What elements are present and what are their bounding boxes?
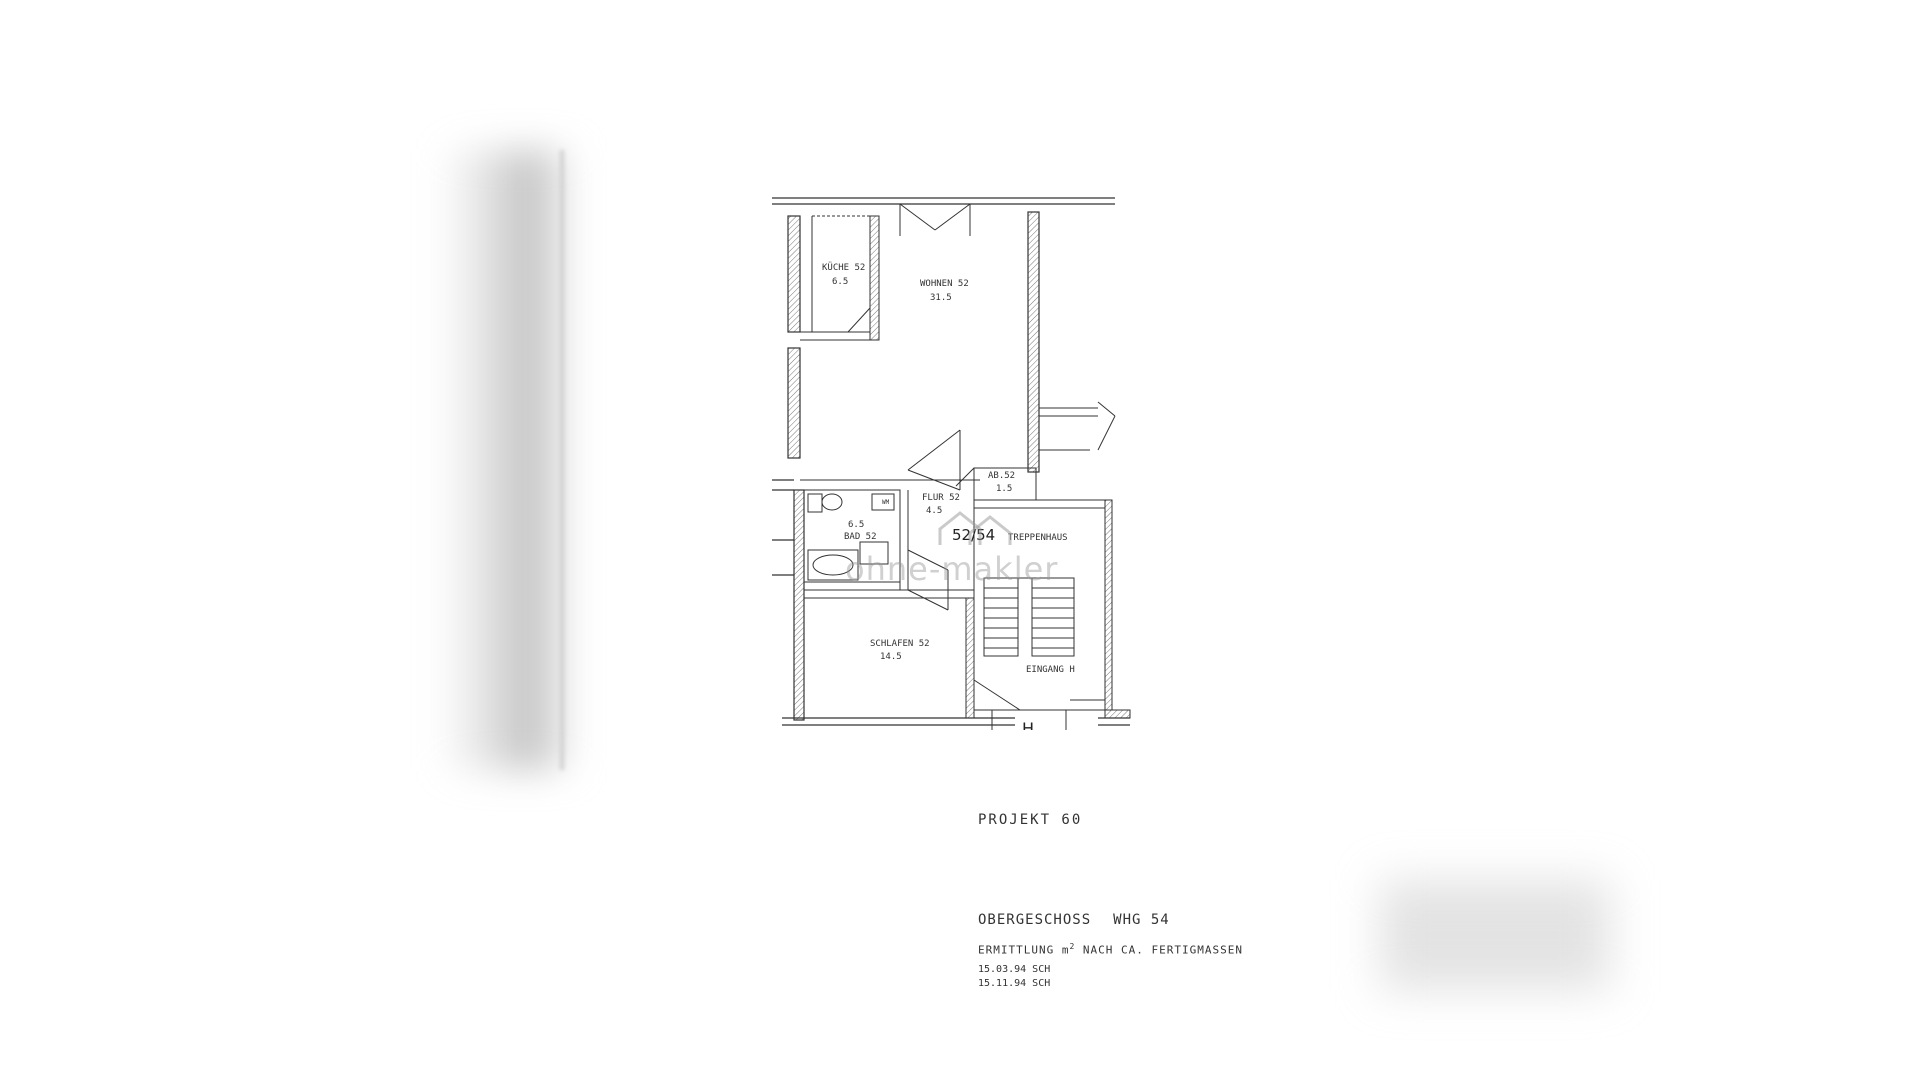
room-area-wohnen: 31.5 — [930, 293, 952, 303]
area-note-prefix: ERMITTLUNG m — [978, 943, 1070, 957]
blurred-bottom-right-patch — [1380, 880, 1610, 990]
room-name-kueche: KÜCHE 52 — [822, 262, 865, 273]
treppenhaus-label: TREPPENHAUS — [1008, 533, 1068, 543]
room-area-flur: 4.5 — [926, 506, 942, 516]
area-calculation-note: ERMITTLUNG m2 NACH CA. FERTIGMASSEN — [978, 942, 1243, 957]
room-area-bad: 6.5 — [848, 520, 864, 530]
eingang-label: EINGANG H — [1026, 665, 1075, 675]
floor-title: OBERGESCHOSS WHG 54 — [978, 912, 1170, 928]
room-name-wohnen: WOHNEN 52 — [920, 279, 969, 289]
revision-date-1: 15.03.94 SCH — [978, 964, 1051, 975]
room-area-abstell: 1.5 — [996, 484, 1012, 494]
floor-plan-drawing: KÜCHE 52 6.5 WOHNEN 52 31.5 AB.52 1.5 FL… — [772, 197, 1131, 730]
room-area-schlafen: 14.5 — [880, 652, 902, 662]
apartment-number: WHG 54 — [1113, 912, 1170, 928]
outer-walls — [772, 197, 1130, 726]
entrance-marker: H — [1022, 719, 1034, 730]
floor-name: OBERGESCHOSS — [978, 912, 1092, 928]
unit-number-label: 52/54 — [952, 526, 995, 544]
blurred-left-margin — [440, 150, 570, 770]
area-note-suffix: NACH CA. FERTIGMASSEN — [1075, 943, 1244, 957]
washing-machine-label: WM — [882, 499, 890, 506]
interior-walls — [799, 203, 1131, 730]
room-area-kueche: 6.5 — [832, 277, 848, 287]
house-logo-icon — [938, 511, 1012, 545]
area-note-sup: 2 — [1069, 942, 1076, 951]
room-name-flur: FLUR 52 — [922, 493, 960, 503]
page-edge-shadow — [560, 150, 564, 770]
room-name-bad: BAD 52 — [844, 532, 877, 542]
room-labels: KÜCHE 52 6.5 WOHNEN 52 31.5 AB.52 1.5 FL… — [822, 262, 1075, 730]
room-name-abstell: AB.52 — [988, 471, 1015, 481]
watermark-text: ohne-makler — [845, 550, 1059, 588]
room-name-schlafen: SCHLAFEN 52 — [870, 639, 930, 649]
revision-date-2: 15.11.94 SCH — [978, 978, 1051, 989]
project-title: PROJEKT 60 — [978, 812, 1083, 828]
staircase — [983, 577, 1075, 657]
